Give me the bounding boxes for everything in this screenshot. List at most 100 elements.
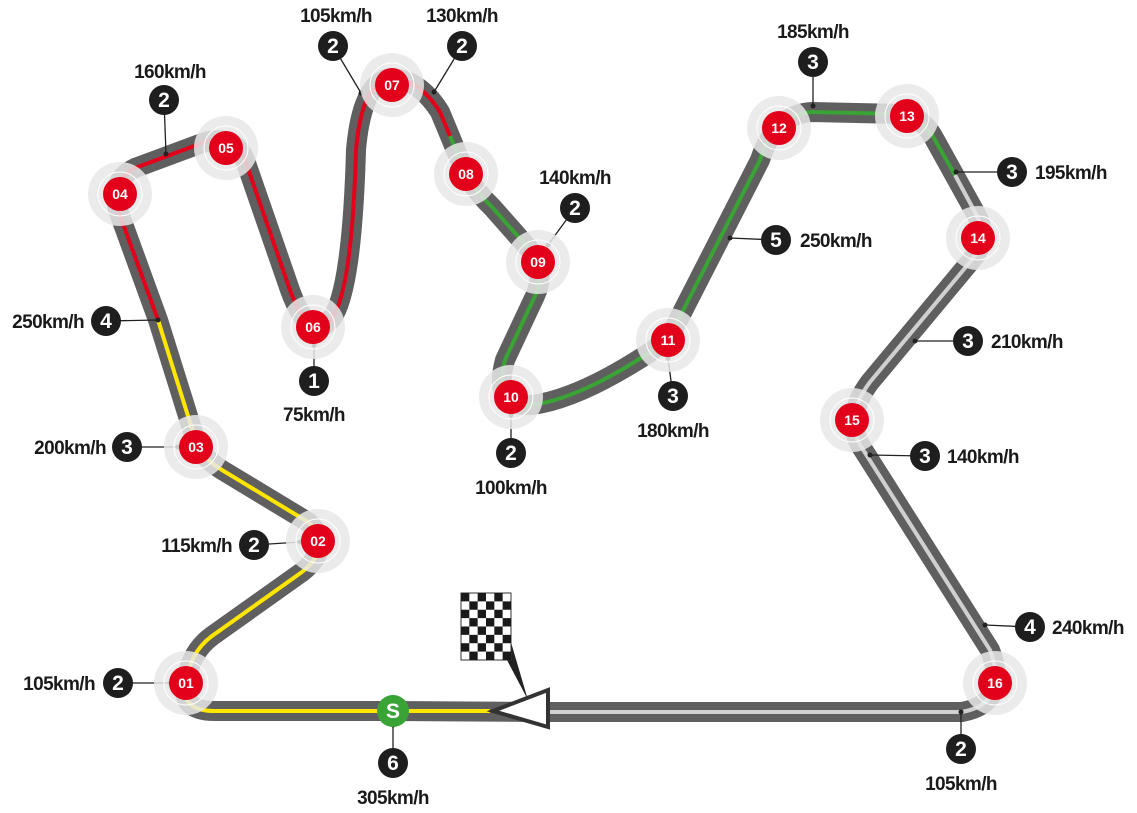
corner-ring (163, 660, 209, 706)
corner-14: 14 (946, 206, 1010, 270)
corner-number: 15 (844, 412, 860, 428)
speed-label: 105km/h (925, 774, 997, 795)
corner-ring (488, 374, 534, 420)
flag-square (502, 601, 511, 610)
flag-square (485, 651, 495, 660)
corner-dot (296, 310, 330, 344)
corner-05: 05 (194, 116, 258, 180)
corner-ring (173, 424, 219, 470)
speed-label: 180km/h (637, 421, 709, 442)
corner-ring (756, 105, 802, 151)
gear-badge (318, 31, 348, 61)
speed-badge: 2 105km/h (925, 734, 998, 795)
corner-dot (978, 666, 1012, 700)
gear-badge (946, 734, 976, 764)
flag-square (469, 634, 478, 644)
corner-ring (515, 239, 561, 285)
gear-number: 3 (807, 51, 819, 74)
gear-number: 3 (121, 436, 133, 459)
gear-number: 3 (919, 445, 931, 468)
gear-badge (953, 326, 983, 356)
corner-dot (762, 111, 796, 145)
flag-square (502, 618, 511, 627)
flag-square (469, 651, 478, 660)
flag-square (469, 618, 478, 627)
corner-number: 07 (384, 77, 400, 93)
corner-number: 11 (661, 332, 676, 348)
flag-square (461, 643, 470, 652)
gear-number: 4 (1024, 616, 1036, 639)
corner-dot (103, 177, 137, 211)
corner-02: 02 (286, 509, 350, 573)
gear-badge (378, 748, 408, 778)
corner-ring (443, 151, 489, 197)
flag-square (485, 601, 495, 610)
start-dot (377, 695, 409, 727)
finish-arrow-icon (486, 687, 550, 730)
corner-dot (301, 524, 335, 558)
gear-badge (496, 438, 526, 468)
corner-dot (961, 221, 995, 255)
corner-ring (645, 317, 691, 363)
flag-square (477, 593, 486, 602)
gear-number: 4 (100, 310, 112, 333)
callout-dot (810, 103, 816, 109)
speed-label: 105km/h (300, 6, 372, 27)
speed-badge: 6 305km/h (357, 748, 430, 809)
callout-dot (982, 622, 988, 628)
speed-label: 105km/h (23, 674, 95, 695)
speed-label: 210km/h (991, 332, 1063, 353)
corner-number: 12 (771, 120, 787, 136)
callout-dot (912, 338, 918, 344)
speed-label: 140km/h (947, 447, 1019, 468)
speed-label: 75km/h (283, 405, 345, 426)
gear-badge (103, 668, 133, 698)
gear-badge (447, 31, 477, 61)
corner-dot (651, 323, 685, 357)
flag-square (477, 626, 486, 635)
flag-square (502, 634, 511, 644)
corner-dot (375, 68, 409, 102)
corner-16: 16 (963, 651, 1027, 715)
callout-dot (958, 709, 964, 715)
gear-badge (299, 366, 329, 396)
start-label: S (386, 700, 400, 723)
corner-number: 04 (112, 186, 128, 202)
corner-11: 11 (636, 308, 700, 372)
corner-number: 02 (310, 533, 326, 549)
corner-09: 09 (506, 230, 570, 294)
speed-label: 250km/h (12, 312, 84, 333)
gear-number: 2 (248, 534, 260, 557)
flag-square (461, 593, 470, 602)
callout-dot (953, 169, 959, 175)
corner-dot (179, 430, 213, 464)
speed-label: 305km/h (357, 788, 429, 809)
gear-number: 6 (387, 752, 399, 775)
corner-ring (203, 125, 249, 171)
flag-square (494, 643, 503, 652)
corner-10: 10 (479, 365, 543, 429)
corner-dot (835, 403, 869, 437)
gear-number: 2 (955, 738, 967, 761)
speed-label: 130km/h (426, 6, 498, 27)
corner-dot (449, 157, 483, 191)
corner-dot (521, 245, 555, 279)
gear-badge (560, 193, 590, 223)
corner-number: 08 (458, 166, 474, 182)
corner-01: 01 (154, 651, 218, 715)
flag-square (485, 634, 495, 644)
corner-number: 14 (970, 230, 986, 246)
speed-badge: 3 140km/h (910, 441, 1019, 471)
